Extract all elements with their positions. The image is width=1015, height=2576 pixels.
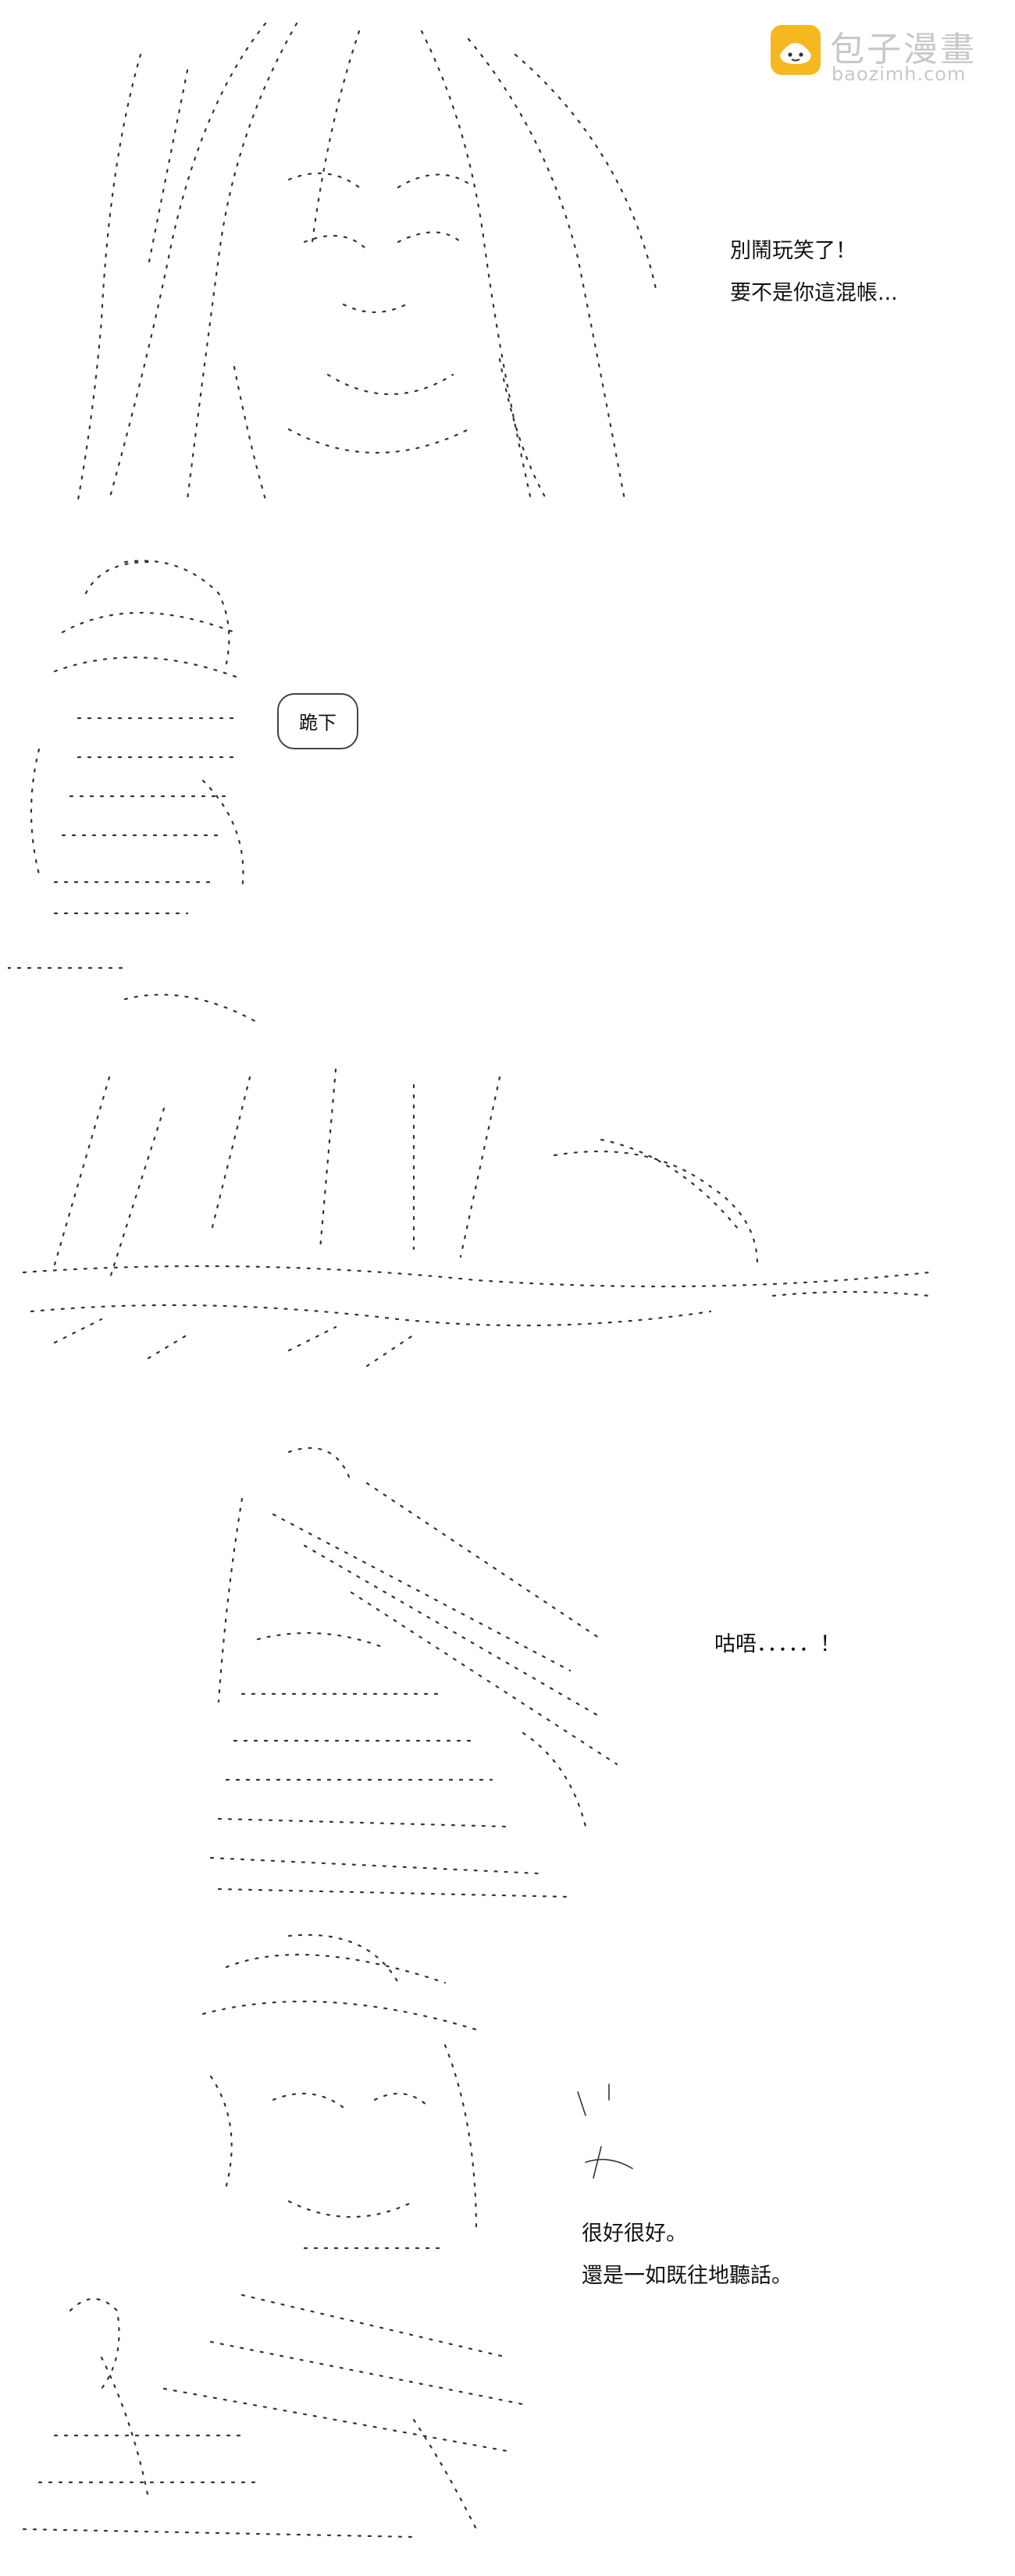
dialog-line: 別鬧玩笑了！ — [730, 239, 857, 263]
bun-logo-icon — [771, 25, 821, 75]
panel-1-artwork — [31, 8, 718, 507]
dialog-line: 很好很好。 — [582, 2222, 687, 2246]
panel-5-dialog: 很好很好。 還是一如既往地聽話。 — [582, 2213, 792, 2297]
dialog-line: 還是一如既往地聽話。 — [582, 2264, 792, 2288]
watermark-title: 包子漫畫 — [830, 30, 977, 69]
dialog-line: 要不是你這混帳... — [730, 281, 898, 305]
panel-1-dialog: 別鬧玩笑了！ 要不是你這混帳... — [730, 230, 898, 315]
watermark: 包子漫畫 baozimh.com — [769, 20, 1003, 90]
panel-5-artwork — [8, 1920, 554, 2560]
panel-2-artwork — [8, 546, 273, 1030]
watermark-url: baozimh.com — [832, 63, 967, 85]
panel-4-dialog: 咕唔．．．．．！ — [714, 1624, 841, 1666]
dialog-line: 咕唔．．．．．！ — [714, 1632, 841, 1656]
panel-3-artwork — [8, 1062, 945, 1389]
speech-bubble: 跪下 — [277, 693, 358, 749]
panel-5-motion-marks — [562, 2076, 656, 2186]
bubble-text: 跪下 — [299, 712, 337, 734]
panel-4-artwork — [195, 1436, 625, 1905]
